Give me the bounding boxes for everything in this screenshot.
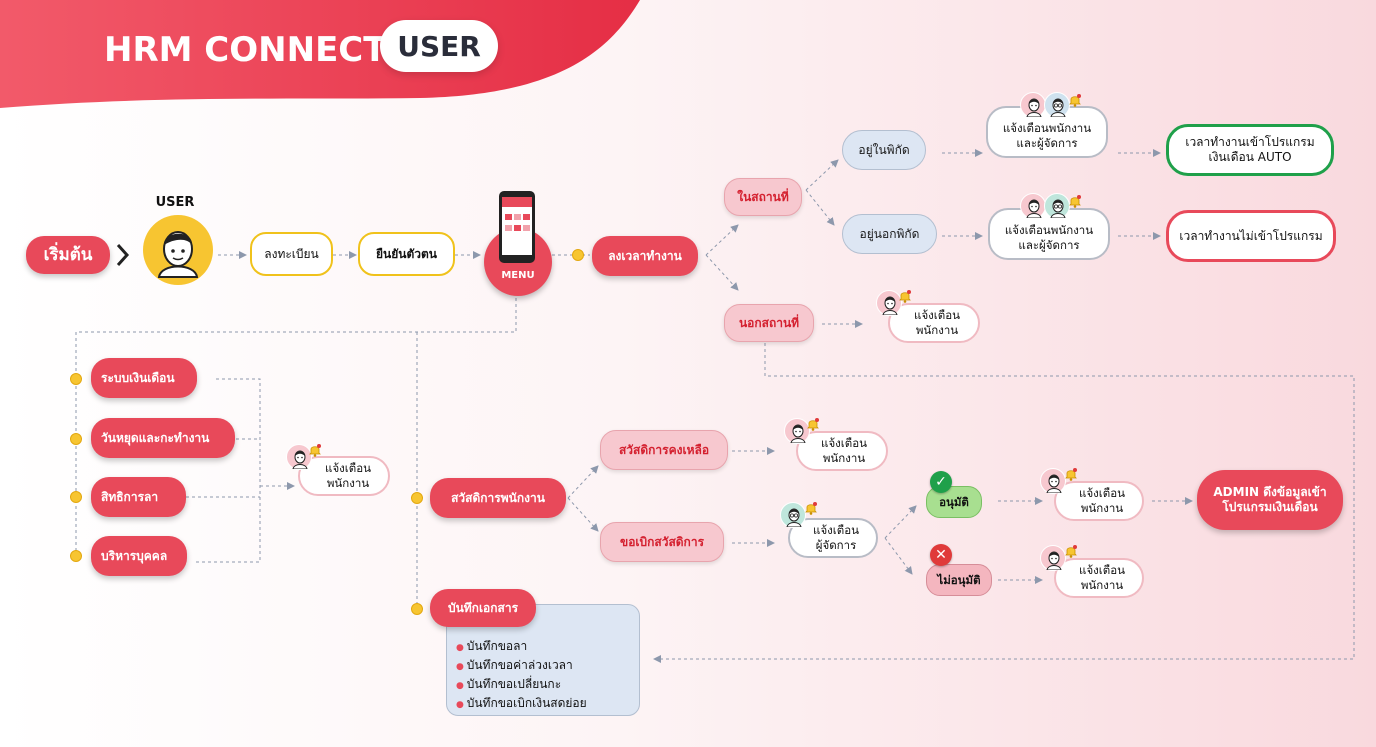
person-avatar-icon [876,290,902,316]
checkin-dot [572,249,584,261]
notify-manager: แจ้งเตือน ผู้จัดการ [788,518,878,558]
left-dot-4 [70,550,82,562]
result-in-node: เวลาทำงานเข้าโปรแกรม เงินเดือน AUTO [1166,124,1334,176]
notify-emp-mgr-1: แจ้งเตือนพนักงาน และผู้จัดการ [986,106,1108,158]
document-item[interactable]: ● บันทึกขอเบิกเงินสดย่อย [456,696,587,710]
register-step[interactable]: ลงทะเบียน [250,232,333,276]
person-avatar-icon [1044,92,1070,118]
bell-icon [1068,92,1082,107]
leave-rights-menu-item[interactable]: สิทธิการลา [91,477,186,517]
document-item[interactable]: ● บันทึกขอลา [456,639,528,653]
user-label: USER [155,194,195,210]
documents-list: ● บันทึกขอลา ● บันทึกขอค่าล่วงเวลา ● บัน… [456,638,587,714]
left-dot-3 [70,491,82,503]
person-avatar-icon [1020,92,1046,118]
in-area-node[interactable]: อยู่ในพิกัด [842,130,926,170]
person-avatar-icon [780,502,806,528]
menu-label: MENU [501,269,535,281]
documents-dot [411,603,423,615]
person-avatar-icon [1044,193,1070,219]
check-icon: ✓ [930,471,952,493]
bell-icon [804,500,818,515]
user-tag: USER [380,20,498,72]
document-item[interactable]: ● บันทึกขอค่าล่วงเวลา [456,658,573,672]
bell-icon [806,416,820,431]
hr-management-menu-item[interactable]: บริหารบุคคล [91,536,187,576]
bell-icon [898,288,912,303]
chevron-right-icon [116,242,130,272]
welfare-remaining-node[interactable]: สวัสดิการคงเหลือ [600,430,728,470]
payroll-menu-item[interactable]: ระบบเงินเดือน [91,358,197,398]
onsite-node[interactable]: ในสถานที่ [724,178,802,216]
document-item[interactable]: ● บันทึกขอเปลี่ยนกะ [456,677,562,691]
checkin-step[interactable]: ลงเวลาทำงาน [592,236,698,276]
notify-remaining: แจ้งเตือน พนักงาน [796,431,888,471]
notify-reject: แจ้งเตือน พนักงาน [1054,558,1144,598]
bell-icon [1068,193,1082,208]
holiday-shift-menu-item[interactable]: วันหยุดและกะทำงาน [91,418,235,458]
admin-result-node: ADMIN ดึงข้อมูลเข้า โปรแกรมเงินเดือน [1197,470,1343,530]
verify-step[interactable]: ยืนยันตัวตน [358,232,455,276]
start-button[interactable]: เริ่มต้น [26,236,110,274]
notify-approve: แจ้งเตือน พนักงาน [1054,481,1144,521]
phone-icon [498,190,536,268]
bell-icon [308,442,322,457]
offsite-node[interactable]: นอกสถานที่ [724,304,814,342]
reject-node[interactable]: ไม่อนุมัติ [926,564,992,596]
app-title: HRM CONNECT [104,29,387,70]
welfare-node[interactable]: สวัสดิการพนักงาน [430,478,566,518]
bell-icon [1064,543,1078,558]
left-dot-2 [70,433,82,445]
person-avatar-icon [1020,193,1046,219]
bell-icon [1064,466,1078,481]
person-avatar-icon [784,418,810,444]
notify-offsite: แจ้งเตือน พนักงาน [888,303,980,343]
cross-icon: ✕ [930,544,952,566]
person-avatar-icon [286,444,312,470]
user-avatar-icon [143,215,213,285]
left-dot-1 [70,373,82,385]
out-area-node[interactable]: อยู่นอกพิกัด [842,214,937,254]
result-out-node: เวลาทำงานไม่เข้าโปรแกรม [1166,210,1336,262]
welfare-dot [411,492,423,504]
notify-left-menu: แจ้งเตือน พนักงาน [298,456,390,496]
welfare-request-node[interactable]: ขอเบิกสวัสดิการ [600,522,724,562]
person-avatar-icon [1040,545,1066,571]
documents-node[interactable]: บันทึกเอกสาร [430,589,536,627]
person-avatar-icon [1040,468,1066,494]
